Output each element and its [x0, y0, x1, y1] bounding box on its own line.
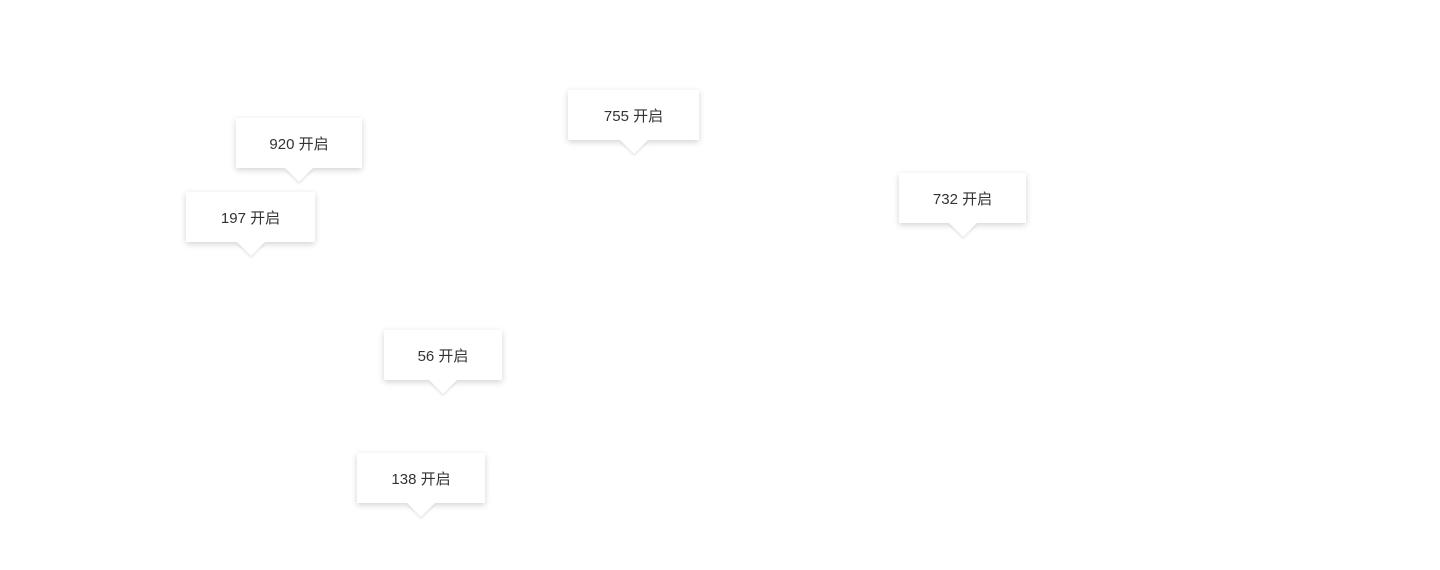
tooltip-920: 920 开启 [236, 118, 362, 182]
tooltip-arrow-icon [236, 242, 265, 256]
tooltip-arrow-icon [948, 223, 977, 237]
tooltip-755: 755 开启 [568, 90, 699, 154]
tooltip-732: 732 开启 [899, 173, 1026, 237]
tooltip-arrow-icon [619, 140, 648, 154]
tooltip-arrow-icon [285, 168, 313, 182]
tooltip-138: 138 开启 [357, 453, 485, 517]
tooltip-label: 732 开启 [932, 190, 993, 208]
tooltip-label: 138 开启 [391, 470, 451, 488]
tooltip-56: 56 开启 [384, 330, 502, 394]
tooltip-label: 755 开启 [603, 107, 664, 125]
tooltip-arrow-icon [429, 380, 457, 394]
tooltip-arrow-icon [407, 503, 435, 517]
tooltip-197: 197 开启 [186, 192, 315, 256]
tooltip-label: 197 开启 [220, 209, 281, 227]
tooltip-label: 920 开启 [269, 135, 329, 153]
tooltip-label: 56 开启 [417, 347, 469, 365]
